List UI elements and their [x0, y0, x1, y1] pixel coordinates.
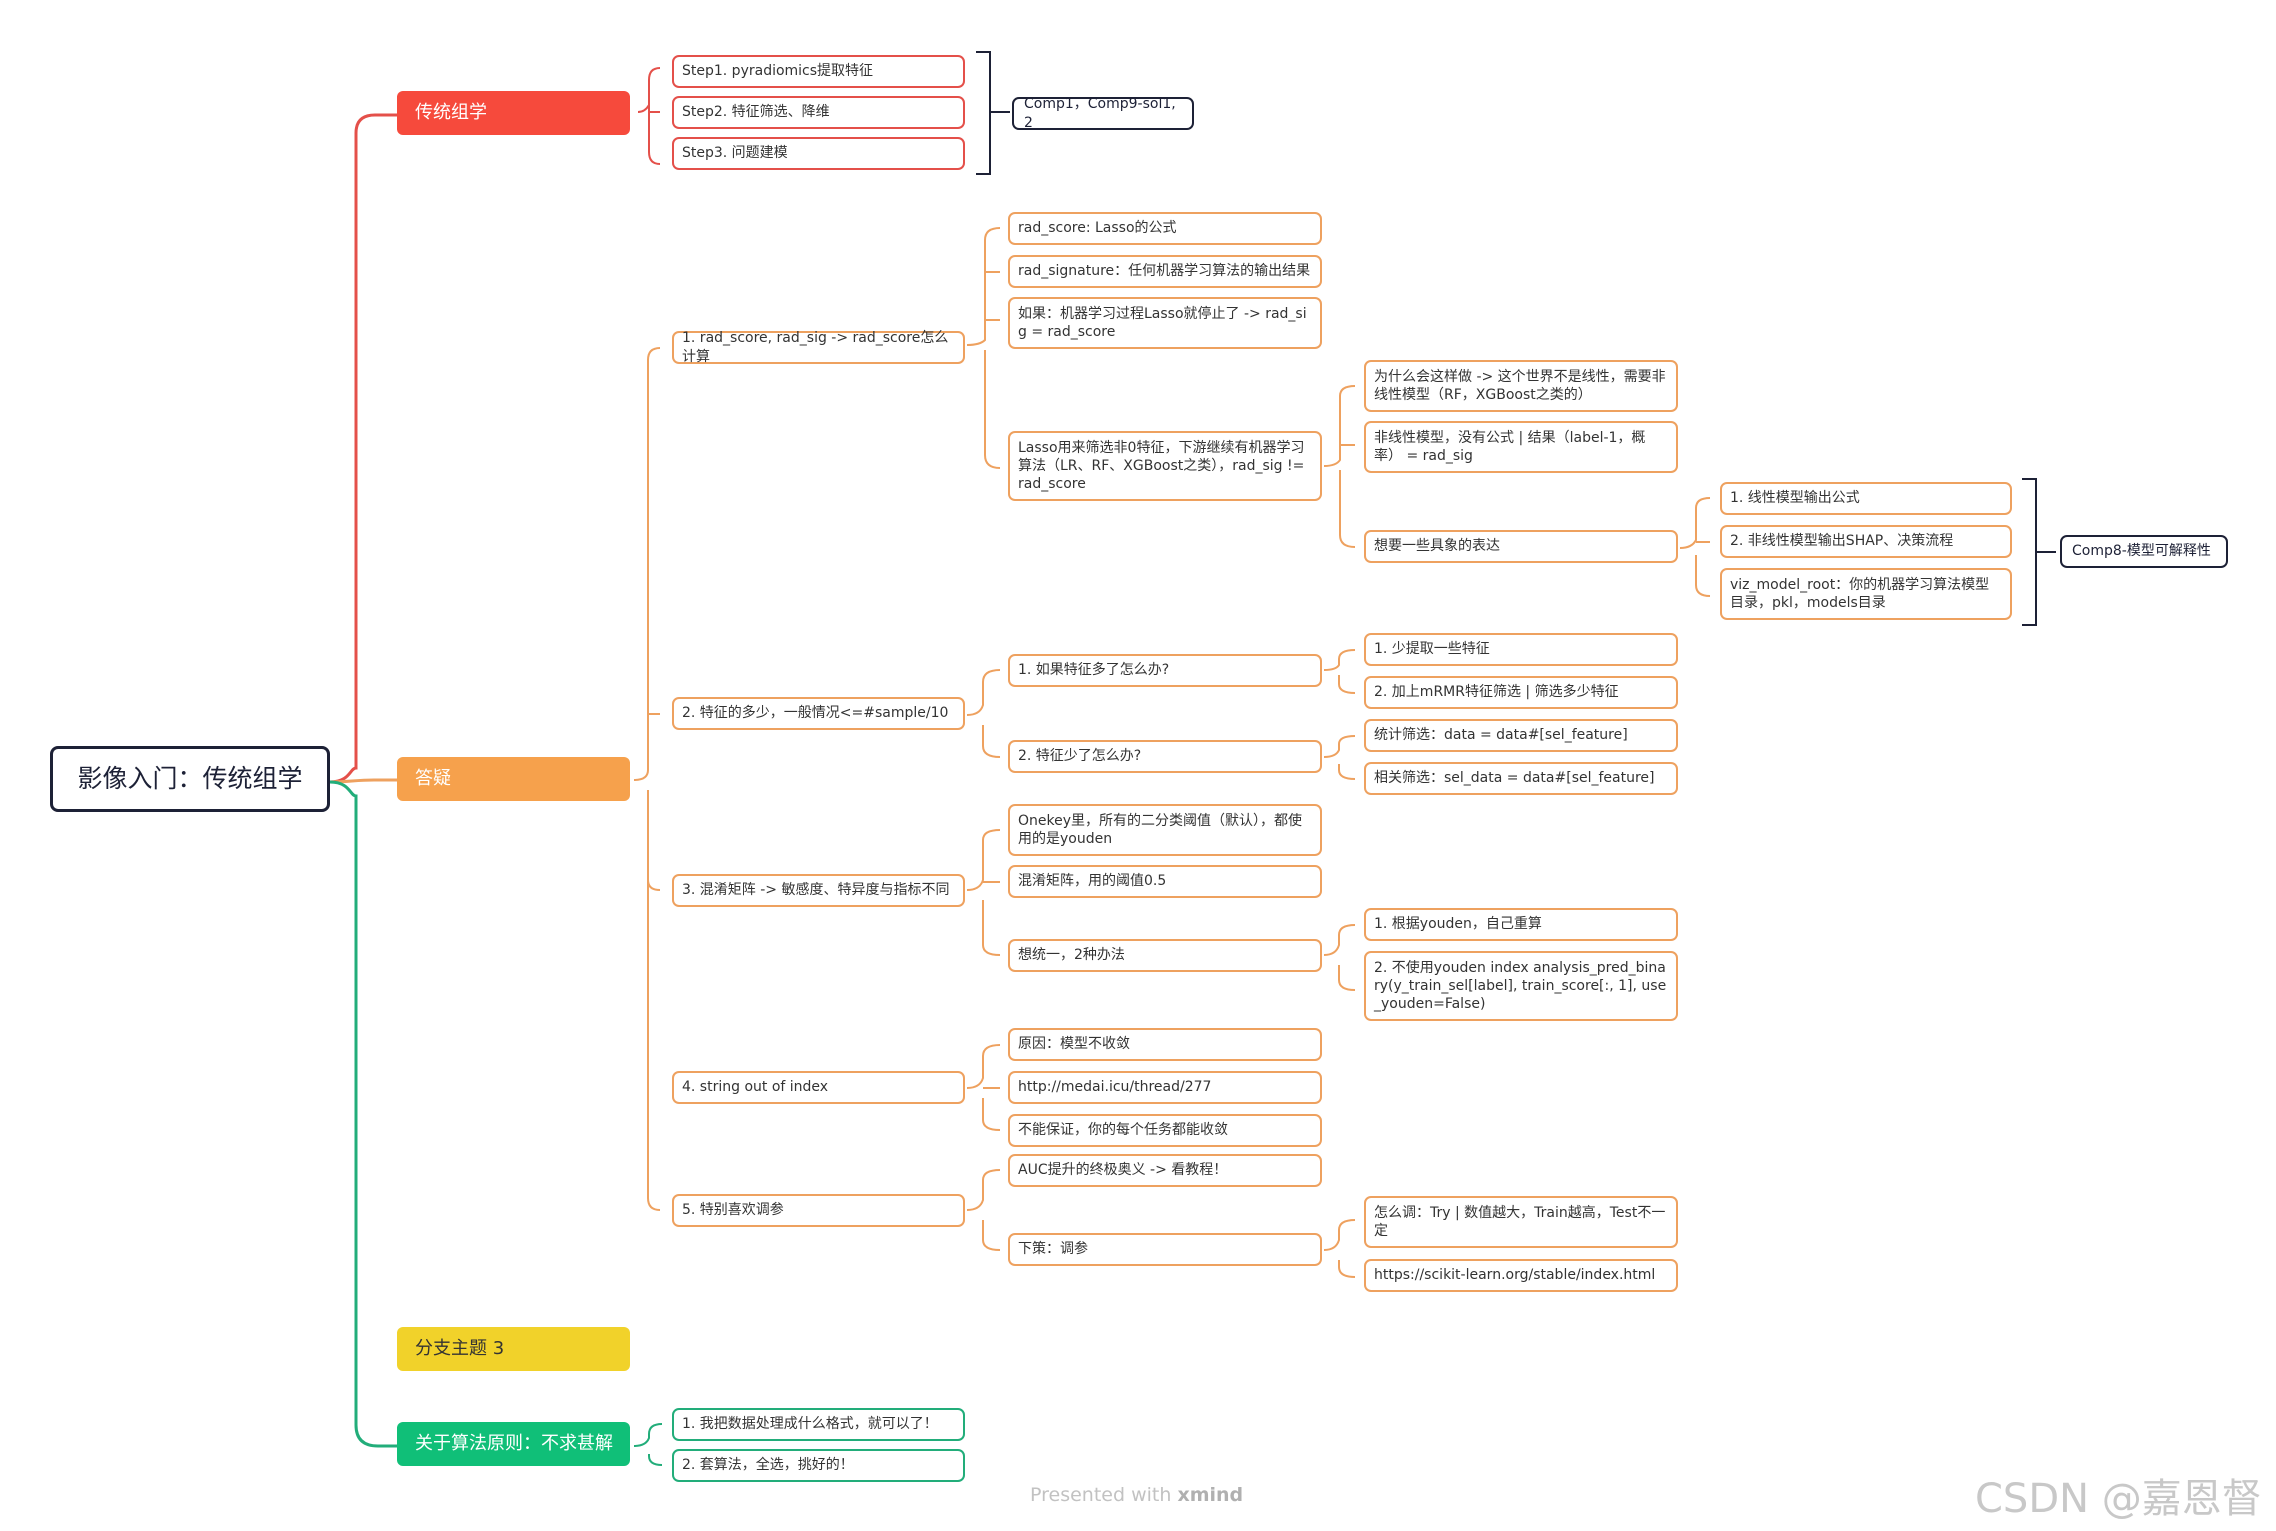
- lasso-nonlinear[interactable]: 非线性模型，没有公式 | 结果（label-1，概率） = rad_sig: [1364, 421, 1678, 473]
- q3-unify[interactable]: 想统一，2种办法: [1008, 939, 1322, 972]
- xmind-watermark: Presented with xmind: [1030, 1484, 1244, 1506]
- branch-qa[interactable]: 答疑: [397, 757, 630, 801]
- q4-link[interactable]: http://medai.icu/thread/277: [1008, 1071, 1322, 1104]
- q2-too-many[interactable]: 1. 如果特征多了怎么办?: [1008, 654, 1322, 687]
- question-5[interactable]: 5. 特别喜欢调参: [672, 1194, 965, 1227]
- principle-select-all[interactable]: 2. 套算法，全选，挑好的！: [672, 1449, 965, 1482]
- unify-recompute[interactable]: 1. 根据youden，自己重算: [1364, 908, 1678, 941]
- few-stat-filter[interactable]: 统计筛选：data = data#[sel_feature]: [1364, 719, 1678, 752]
- tune-how[interactable]: 怎么调：Try | 数值越大，Train越高，Test不一定: [1364, 1196, 1678, 1248]
- q1-lasso-stop[interactable]: 如果：机器学习过程Lasso就停止了 -> rad_sig = rad_scor…: [1008, 297, 1322, 349]
- q5-tuning[interactable]: 下策：调参: [1008, 1233, 1322, 1266]
- unify-no-youden[interactable]: 2. 不使用youden index analysis_pred_binary(…: [1364, 951, 1678, 1021]
- branch-traditional-radiomics[interactable]: 传统组学: [397, 91, 630, 135]
- q1-lasso-select[interactable]: Lasso用来筛选非0特征，下游继续有机器学习算法（LR、RF、XGBoost之…: [1008, 431, 1322, 501]
- lasso-concrete[interactable]: 想要一些具象的表达: [1364, 530, 1678, 563]
- step3-node[interactable]: Step3. 问题建模: [672, 137, 965, 170]
- many-mrmr[interactable]: 2. 加上mRMR特征筛选 | 筛选多少特征: [1364, 676, 1678, 709]
- q1-rad-score[interactable]: rad_score: Lasso的公式: [1008, 212, 1322, 245]
- q5-auc-tutorial[interactable]: AUC提升的终极奥义 -> 看教程！: [1008, 1154, 1322, 1187]
- step2-node[interactable]: Step2. 特征筛选、降维: [672, 96, 965, 129]
- few-corr-filter[interactable]: 相关筛选：sel_data = data#[sel_feature]: [1364, 762, 1678, 795]
- concrete-viz-model-root[interactable]: viz_model_root：你的机器学习算法模型目录，pkl，models目录: [1720, 568, 2012, 620]
- q3-threshold-05[interactable]: 混淆矩阵，用的阈值0.5: [1008, 865, 1322, 898]
- question-3[interactable]: 3. 混淆矩阵 -> 敏感度、特异度与指标不同: [672, 874, 965, 907]
- concrete-shap[interactable]: 2. 非线性模型输出SHAP、决策流程: [1720, 525, 2012, 558]
- summary-comp8[interactable]: Comp8-模型可解释性: [2060, 535, 2228, 568]
- csdn-watermark: CSDN @嘉恩督: [1975, 1476, 2262, 1522]
- many-extract-less[interactable]: 1. 少提取一些特征: [1364, 633, 1678, 666]
- branch-subtopic-3[interactable]: 分支主题 3: [397, 1327, 630, 1371]
- lasso-why[interactable]: 为什么会这样做 -> 这个世界不是线性，需要非线性模型（RF，XGBoost之类…: [1364, 360, 1678, 412]
- root-topic[interactable]: 影像入门：传统组学: [50, 746, 330, 812]
- principle-format[interactable]: 1. 我把数据处理成什么格式，就可以了！: [672, 1408, 965, 1441]
- question-4[interactable]: 4. string out of index: [672, 1071, 965, 1104]
- q2-too-few[interactable]: 2. 特征少了怎么办?: [1008, 740, 1322, 773]
- question-1[interactable]: 1. rad_score, rad_sig -> rad_score怎么计算: [672, 330, 965, 365]
- concrete-linear[interactable]: 1. 线性模型输出公式: [1720, 482, 2012, 515]
- q3-onekey-youden[interactable]: Onekey里，所有的二分类阈值（默认），都使用的是youden: [1008, 804, 1322, 856]
- summary-comp1[interactable]: Comp1，Comp9-sol1,2: [1012, 96, 1194, 131]
- step1-node[interactable]: Step1. pyradiomics提取特征: [672, 55, 965, 88]
- tune-sklearn-link[interactable]: https://scikit-learn.org/stable/index.ht…: [1364, 1259, 1678, 1292]
- q4-not-converge[interactable]: 原因：模型不收敛: [1008, 1028, 1322, 1061]
- q1-rad-signature[interactable]: rad_signature：任何机器学习算法的输出结果: [1008, 255, 1322, 288]
- q4-no-guarantee[interactable]: 不能保证，你的每个任务都能收敛: [1008, 1114, 1322, 1147]
- question-2[interactable]: 2. 特征的多少，一般情况<=#sample/10: [672, 697, 965, 730]
- branch-algorithm-principle[interactable]: 关于算法原则：不求甚解: [397, 1422, 630, 1466]
